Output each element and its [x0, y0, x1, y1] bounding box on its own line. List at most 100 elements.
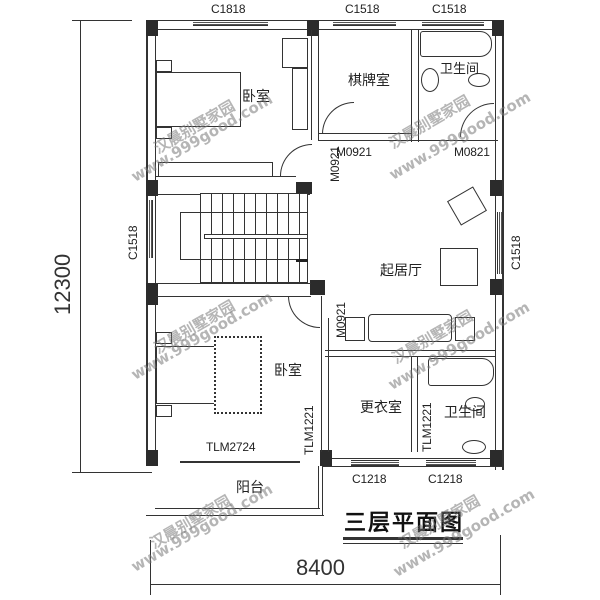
outer-wall-top — [146, 20, 504, 21]
wall-bedroom-dressing-2 — [328, 318, 329, 452]
column — [490, 450, 502, 466]
column — [146, 283, 158, 305]
column — [310, 280, 325, 295]
window-c1218-middle — [351, 460, 399, 466]
wall-stair-bottom — [156, 283, 311, 284]
outer-wall-right-inner — [495, 20, 496, 470]
column — [146, 180, 158, 196]
dimension-tick-right — [500, 535, 501, 595]
door-swing-chess-room — [322, 102, 354, 134]
column — [492, 20, 504, 36]
door-label-bedroom-south: M0921 — [334, 302, 348, 338]
sink-north — [421, 68, 439, 92]
room-label-bedroom-south: 卧室 — [274, 363, 302, 379]
door-swing-bedroom-south — [288, 296, 320, 328]
room-label-dressing-room: 更衣室 — [360, 400, 402, 416]
door-label-bathroom-north: M0821 — [454, 145, 490, 159]
title-underline-thick — [343, 537, 463, 540]
column — [490, 279, 502, 295]
balcony-wall-right — [322, 466, 323, 516]
room-label-balcony: 阳台 — [236, 480, 264, 496]
window-label-c1518-bath: C1518 — [432, 2, 467, 16]
window-label-c1518-top: C1518 — [345, 2, 380, 16]
title-underline-thin — [343, 543, 463, 544]
dimension-tick-bottom — [72, 472, 152, 473]
watermark-url: www.999good.com — [128, 479, 276, 576]
armchair — [447, 186, 487, 226]
door-swing-bedroom-north — [280, 144, 312, 176]
bed-rug — [214, 336, 262, 414]
wall-dressing-bath — [411, 356, 412, 452]
nightstand — [156, 60, 172, 72]
window-label-c1518-left: C1518 — [126, 225, 140, 260]
dimension-tick-top — [72, 20, 132, 21]
column — [307, 20, 319, 36]
column — [146, 20, 158, 36]
desk-extension — [292, 68, 308, 130]
door-label-chess-room: M0921 — [336, 145, 372, 159]
balcony-wall-bottom-inner — [155, 508, 320, 509]
wall-living-south — [325, 350, 495, 351]
door-label-bathroom-sliding: TLM1221 — [420, 402, 434, 452]
side-table — [455, 317, 475, 341]
sink-south — [462, 440, 486, 454]
wall-bedroom-chess-2 — [318, 30, 319, 140]
door-label-bedroom-sliding: TLM1221 — [302, 405, 316, 455]
window-label-c1218-right: C1218 — [428, 472, 463, 486]
door-label-bedroom-north: M0921 — [328, 146, 342, 182]
balcony-wall-bottom — [146, 515, 324, 516]
room-label-bathroom-north: 卫生间 — [440, 62, 480, 77]
wall-chess-bottom-2 — [318, 140, 498, 141]
desk — [282, 38, 308, 68]
outer-wall-top-inner — [146, 29, 504, 30]
dimension-line-vertical — [80, 20, 81, 473]
balcony-wall-right-inner — [318, 466, 319, 509]
room-label-bedroom-north: 卧室 — [242, 89, 270, 105]
wall-chess-bath — [411, 30, 412, 142]
bed-north — [156, 72, 241, 127]
toilet-south — [465, 397, 485, 411]
column — [490, 180, 502, 196]
wall-bedroom-dressing — [321, 296, 322, 452]
room-label-chess-room: 棋牌室 — [348, 73, 390, 89]
nightstand — [156, 405, 172, 417]
stair-direction-arrow — [296, 259, 308, 262]
tv-table — [440, 248, 478, 286]
room-label-bathroom-south: 卫生间 — [444, 405, 486, 421]
window-label-c1518-right: C1518 — [509, 235, 523, 270]
window-c1518-bath — [422, 20, 484, 26]
width-dimension-label: 8400 — [296, 555, 345, 580]
height-dimension-label: 12300 — [50, 253, 75, 315]
window-c1818 — [193, 20, 268, 26]
window-label-c1818: C1818 — [211, 2, 246, 16]
sliding-door-balcony — [180, 461, 300, 463]
outer-wall-bottom-east-inner — [322, 458, 504, 459]
bathtub-north — [420, 31, 492, 57]
wall-chess-bath-2 — [418, 30, 419, 142]
dimension-line-horizontal — [150, 584, 501, 585]
wall-dressing-bath-2 — [417, 356, 418, 452]
outer-wall-left-inner — [155, 20, 156, 460]
door-label-balcony-sliding: TLM2724 — [206, 440, 256, 454]
column — [296, 182, 312, 194]
window-label-c1218-middle: C1218 — [352, 472, 387, 486]
drawing-title: 三层平面图 — [344, 511, 465, 536]
wardrobe — [158, 162, 273, 177]
bathtub-south — [428, 358, 494, 386]
sofa — [368, 314, 452, 342]
wall-stair-bottom-2 — [156, 296, 311, 297]
toilet-north — [468, 73, 490, 87]
wall-bedroom-chess — [311, 30, 312, 140]
column — [320, 450, 332, 466]
side-table — [345, 317, 365, 341]
room-label-living-room: 起居厅 — [380, 263, 422, 279]
dimension-tick-left — [150, 540, 151, 595]
window-c1518-left — [147, 200, 153, 258]
column — [146, 450, 158, 466]
outer-wall-right — [502, 20, 504, 470]
window-c1518-top — [333, 20, 396, 26]
nightstand — [156, 127, 172, 139]
nightstand — [156, 332, 172, 344]
stair-handrail — [204, 234, 308, 239]
window-c1218-right — [426, 460, 476, 466]
